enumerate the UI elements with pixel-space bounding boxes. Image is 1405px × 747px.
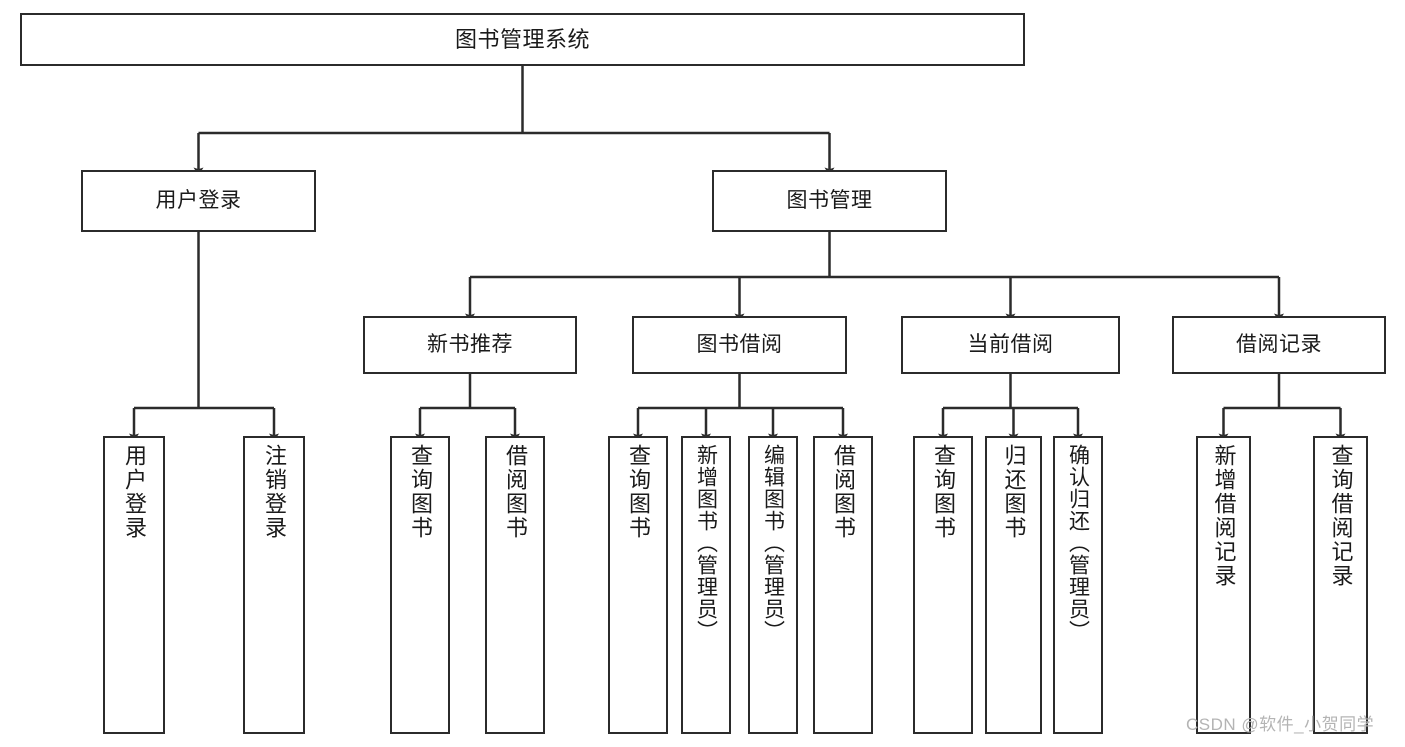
node-label: 归还图书 [1001,444,1027,540]
node-label: 查询图书 [931,444,956,540]
node-label: 新书推荐 [427,332,513,356]
node-label: 用户登录 [122,444,147,540]
node-leaf-login[interactable]: 用户登录 [103,436,165,734]
node-label: 编辑图书（管理员） [761,444,785,642]
edge-group [129,66,1346,442]
node-leaf-confirm[interactable]: 确认归还（管理员） [1053,436,1103,734]
node-leaf-add[interactable]: 新增图书（管理员） [681,436,731,734]
node-label: 新增借阅记录 [1211,444,1237,588]
node-label: 图书管理系统 [454,26,590,52]
node-leaf-addrec[interactable]: 新增借阅记录 [1196,436,1251,734]
node-label: 图书管理 [786,188,873,212]
node-label: 借阅图书 [503,444,528,540]
node-leaf-query1[interactable]: 查询图书 [390,436,450,734]
node-label: 查询借阅记录 [1328,444,1354,588]
node-leaf-logout[interactable]: 注销登录 [243,436,305,734]
node-label: 查询图书 [626,444,651,540]
node-leaf-edit[interactable]: 编辑图书（管理员） [748,436,798,734]
node-label: 用户登录 [155,188,242,212]
node-leaf-query2[interactable]: 查询图书 [608,436,668,734]
node-root[interactable]: 图书管理系统 [20,13,1025,66]
node-label: 新增图书（管理员） [694,444,718,642]
node-bookmgmt[interactable]: 图书管理 [712,170,947,232]
node-borrow[interactable]: 图书借阅 [632,316,847,374]
node-current[interactable]: 当前借阅 [901,316,1120,374]
node-label: 确认归还（管理员） [1066,444,1090,642]
node-label: 借阅图书 [831,444,856,540]
node-leaf-borrow2[interactable]: 借阅图书 [813,436,873,734]
node-label: 图书借阅 [696,332,783,356]
node-label: 借阅记录 [1236,332,1322,356]
node-label: 注销登录 [262,444,287,540]
node-leaf-borrow1[interactable]: 借阅图书 [485,436,545,734]
node-leaf-queryrec[interactable]: 查询借阅记录 [1313,436,1368,734]
node-records[interactable]: 借阅记录 [1172,316,1386,374]
node-leaf-query3[interactable]: 查询图书 [913,436,973,734]
node-label: 当前借阅 [967,332,1054,356]
node-login[interactable]: 用户登录 [81,170,316,232]
node-label: 查询图书 [408,444,433,540]
node-leaf-return[interactable]: 归还图书 [985,436,1042,734]
node-newbook[interactable]: 新书推荐 [363,316,577,374]
